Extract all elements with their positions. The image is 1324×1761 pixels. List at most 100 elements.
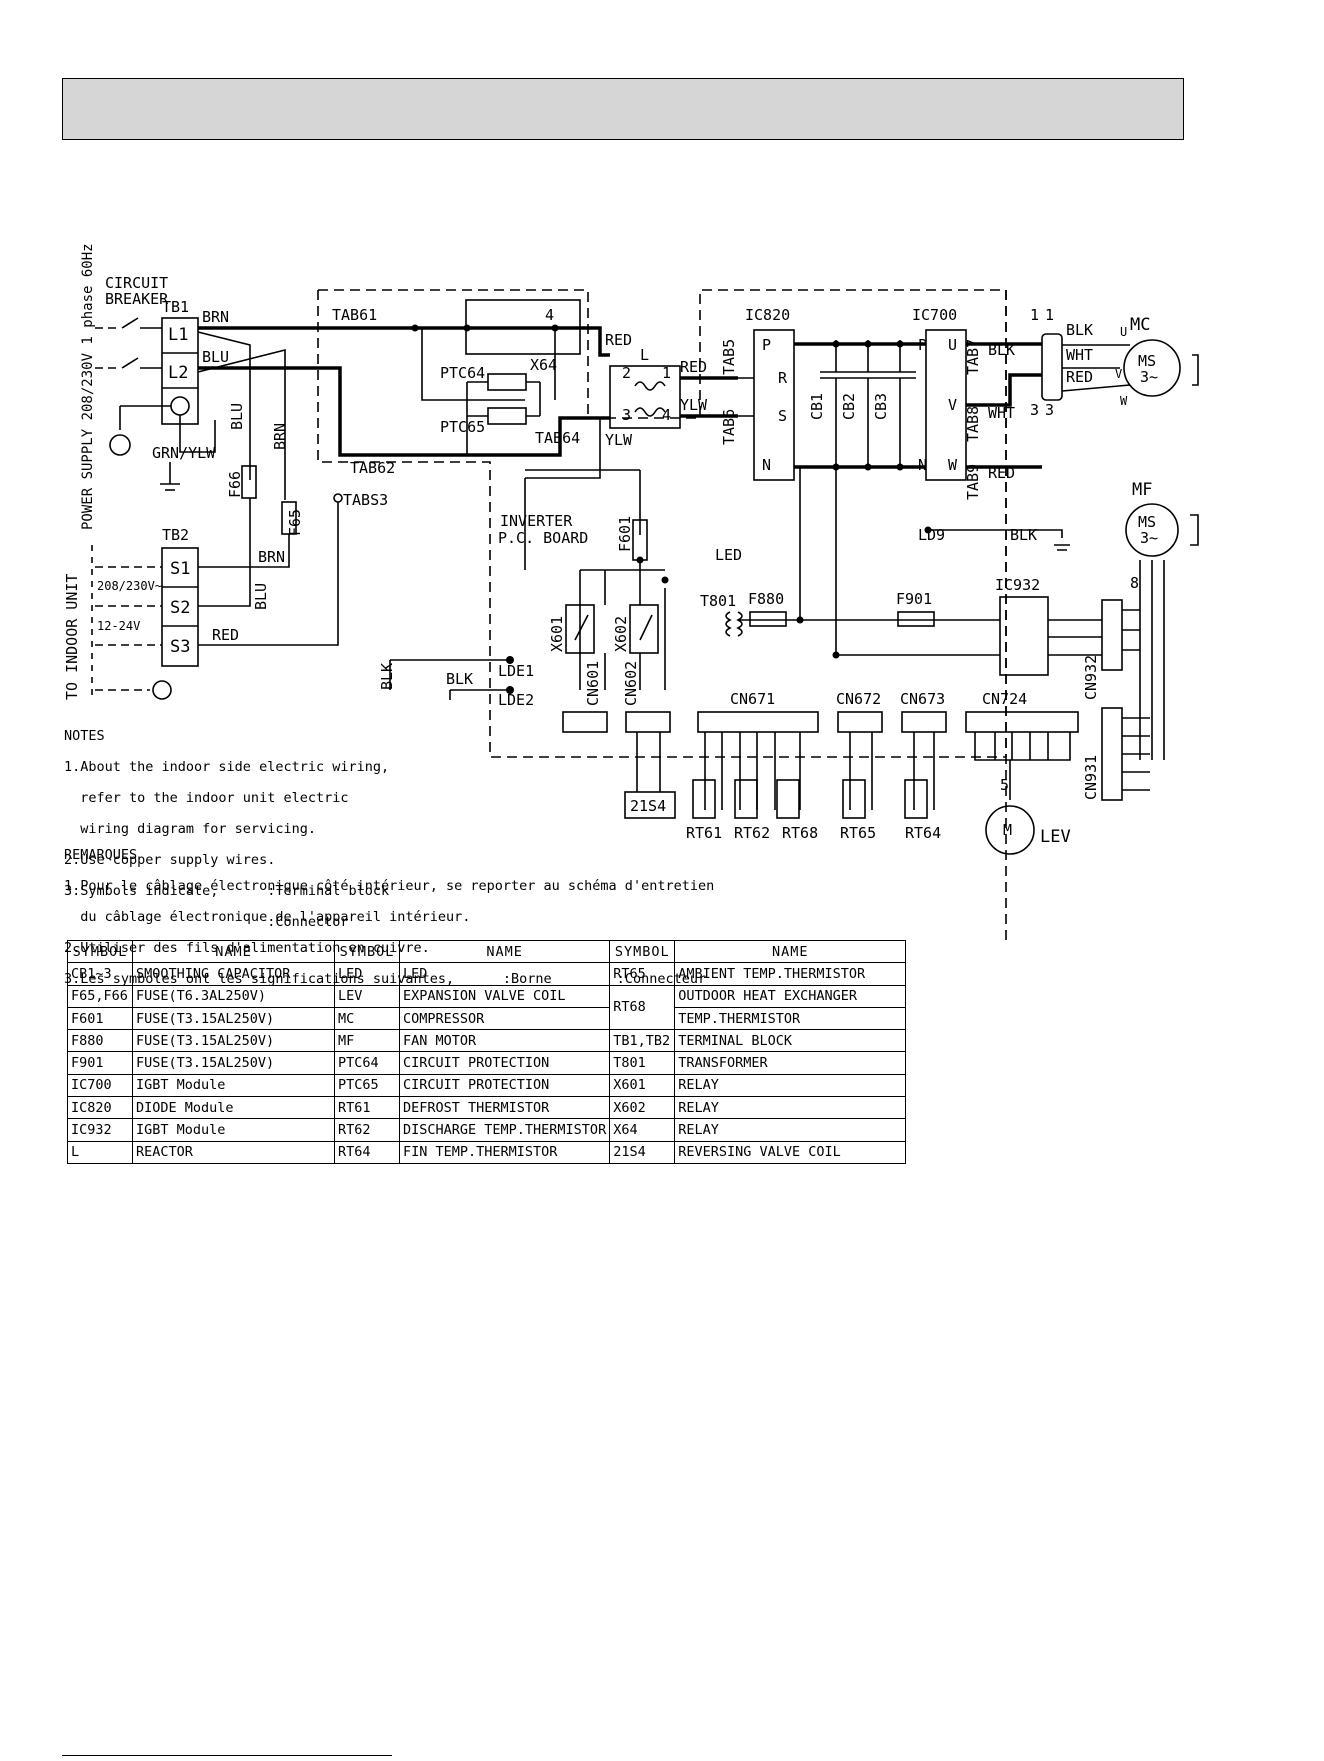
svg-text:TB1: TB1: [162, 298, 189, 316]
rt61-thermistor: [692, 779, 716, 819]
ic700-igbt-module: [925, 329, 967, 481]
svg-text:BLK: BLK: [988, 341, 1015, 359]
svg-text:LDE2: LDE2: [498, 691, 534, 709]
svg-text:L2: L2: [168, 363, 188, 383]
lev-motor: [985, 805, 1035, 855]
svg-text:RT65: RT65: [840, 824, 876, 842]
svg-text:LED: LED: [715, 546, 742, 564]
cn724-connector: [965, 711, 1079, 733]
svg-text:P: P: [762, 336, 771, 354]
svg-text:CN724: CN724: [982, 690, 1027, 708]
svg-text:3~: 3~: [1140, 529, 1158, 547]
x602-relay: [629, 604, 659, 654]
svg-text:YLW: YLW: [605, 431, 633, 449]
cn601-connector: [562, 711, 608, 733]
svg-text:BLU: BLU: [202, 348, 229, 366]
fan-motor-mf: [1125, 503, 1179, 557]
svg-text:TAB64: TAB64: [535, 429, 580, 447]
svg-text:BRN: BRN: [258, 548, 285, 566]
svg-text:BLK: BLK: [446, 670, 473, 688]
svg-text:S1: S1: [170, 559, 190, 579]
svg-text:208/230V~: 208/230V~: [97, 579, 162, 593]
svg-text:PTC65: PTC65: [440, 418, 485, 436]
cn931-connector: [1101, 707, 1123, 801]
svg-text:YLW: YLW: [680, 396, 708, 414]
svg-text:CN931: CN931: [1082, 755, 1100, 800]
svg-text:21S4: 21S4: [630, 797, 666, 815]
svg-text:X601: X601: [548, 616, 566, 652]
21s4-coil: [624, 791, 676, 819]
svg-text:CN932: CN932: [1082, 655, 1100, 700]
svg-text:RT62: RT62: [734, 824, 770, 842]
ic932-igbt-module: [999, 596, 1049, 676]
cn602-connector: [625, 711, 671, 733]
svg-text:1: 1: [1045, 306, 1054, 324]
svg-text:F901: F901: [896, 590, 932, 608]
svg-text:BLU: BLU: [228, 403, 246, 430]
svg-text:WHT: WHT: [1066, 346, 1093, 364]
svg-text:F880: F880: [748, 590, 784, 608]
svg-text:M: M: [1003, 821, 1012, 839]
header-bar: [62, 78, 1184, 140]
ic820-diode-module: [753, 329, 795, 481]
svg-text:WHT: WHT: [988, 404, 1015, 422]
svg-text:CN601: CN601: [584, 661, 602, 706]
svg-text:TAB5: TAB5: [720, 339, 738, 375]
cn672-connector: [837, 711, 883, 733]
reactor-l: [609, 365, 681, 429]
svg-text:RED: RED: [988, 464, 1015, 482]
svg-text:4: 4: [545, 306, 554, 324]
svg-text:CN673: CN673: [900, 690, 945, 708]
compressor-connector: [1041, 333, 1063, 401]
svg-text:PTC64: PTC64: [440, 364, 485, 382]
compressor-mc: [1123, 339, 1181, 397]
svg-text:1: 1: [1030, 306, 1039, 324]
svg-text:BLU: BLU: [252, 583, 270, 610]
svg-text:V: V: [948, 396, 957, 414]
svg-text:IC932: IC932: [995, 576, 1040, 594]
svg-text:MS: MS: [1138, 352, 1156, 370]
svg-text:L1: L1: [168, 325, 188, 345]
svg-text:P.C. BOARD: P.C. BOARD: [498, 529, 588, 547]
legend-header-row: SYMBOL NAME SYMBOL NAME SYMBOL NAME: [67, 939, 907, 964]
svg-text:RED: RED: [212, 626, 239, 644]
footer-rule: [62, 1755, 392, 1756]
f880-fuse: [749, 611, 787, 627]
cn673-connector: [901, 711, 947, 733]
svg-text:GRN/YLW: GRN/YLW: [152, 444, 216, 462]
svg-text:RED: RED: [680, 358, 707, 376]
notes-title: NOTES: [64, 727, 105, 744]
svg-text:W: W: [948, 456, 958, 474]
svg-text:3: 3: [1030, 401, 1039, 419]
svg-text:TAB9: TAB9: [964, 464, 982, 500]
svg-text:MC: MC: [1130, 315, 1150, 335]
svg-text:F66: F66: [226, 471, 244, 498]
svg-text:S3: S3: [170, 637, 190, 657]
svg-text:X602: X602: [612, 616, 630, 652]
svg-text:3~: 3~: [1140, 368, 1158, 386]
svg-text:S: S: [778, 407, 787, 425]
svg-text:MS: MS: [1138, 513, 1156, 531]
svg-text:BLK: BLK: [1010, 526, 1037, 544]
notes-block: NOTES 1.About the indoor side electric w…: [64, 727, 390, 930]
ptc64-resistor: [487, 373, 527, 391]
svg-text:3: 3: [1045, 401, 1054, 419]
f66-fuse: [241, 465, 257, 499]
svg-text:U: U: [948, 336, 957, 354]
svg-text:LEV: LEV: [1040, 827, 1071, 847]
svg-text:TO INDOOR UNIT: TO INDOOR UNIT: [63, 574, 81, 700]
svg-text:BLK: BLK: [378, 663, 396, 690]
svg-text:F601: F601: [616, 516, 634, 552]
svg-text:2: 2: [622, 364, 631, 382]
svg-text:CN671: CN671: [730, 690, 775, 708]
svg-text:P: P: [918, 336, 927, 354]
svg-text:RT68: RT68: [782, 824, 818, 842]
svg-text:CN602: CN602: [622, 661, 640, 706]
svg-text:TAB62: TAB62: [350, 459, 395, 477]
svg-text:X64: X64: [530, 356, 557, 374]
